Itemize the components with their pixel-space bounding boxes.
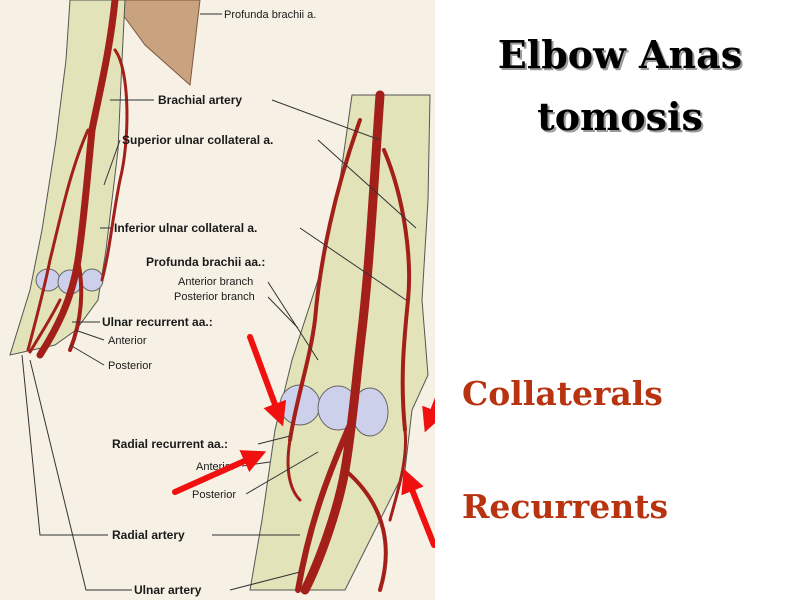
leader-lines [21,13,417,591]
label-radial-artery: Radial artery [112,528,185,542]
pointer-arrows [172,334,435,548]
anatomy-illustration: Profunda brachii a. Brachial artery Supe… [0,0,435,600]
arrow-collateral-right [422,397,435,433]
left-arteries [26,0,129,359]
right-limb-outline [249,94,431,591]
label-inferior-ulnar-collateral: Inferior ulnar collateral a. [114,221,257,235]
label-profunda-brachii-aa: Profunda brachii aa.: [146,255,265,269]
bullet-collaterals: Collaterals [462,374,663,413]
label-ulnar-artery: Ulnar artery [134,583,202,597]
slide-title: Elbow Anastomosis [470,24,770,148]
label-radial-recurrent: Radial recurrent aa.: [112,437,228,451]
arrow-collateral-left [247,334,287,427]
left-limb-outline [9,0,126,356]
label-profunda-brachii: Profunda brachii a. [224,9,316,21]
bullet-recurrents: Recurrents [462,487,669,526]
right-arteries [286,90,412,595]
label-superior-ulnar-collateral: Superior ulnar collateral a. [122,133,273,147]
label-radial-recurrent-posterior: Posterior [192,489,236,501]
slide-title-text: Elbow Anastomosis [497,32,743,139]
label-posterior-branch: Posterior branch [174,291,255,303]
label-ulnar-recurrent: Ulnar recurrent aa.: [102,315,213,329]
label-brachial-artery: Brachial artery [158,93,242,107]
label-ulnar-recurrent-anterior: Anterior [108,335,147,347]
arrow-recurrent-right [401,468,435,548]
arrow-recurrent-left [172,450,267,495]
label-ulnar-recurrent-posterior: Posterior [108,360,152,372]
triceps-muscle [111,0,201,87]
label-anterior-branch: Anterior branch [178,276,253,288]
